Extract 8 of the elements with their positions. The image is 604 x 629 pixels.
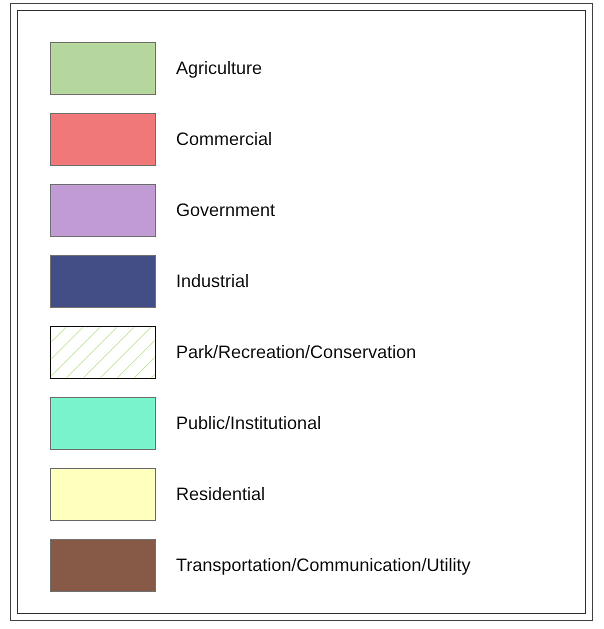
legend-label: Industrial — [176, 270, 250, 293]
legend-label: Government — [176, 199, 276, 222]
legend-label: Park/Recreation/Conservation — [176, 341, 416, 364]
legend-label: Public/Institutional — [176, 412, 322, 435]
legend-label: Commercial — [176, 128, 272, 151]
legend-label: Residential — [176, 483, 266, 506]
legend-label: Agriculture — [176, 57, 262, 80]
legend-label: Transportation/Communication/Utility — [176, 554, 470, 577]
